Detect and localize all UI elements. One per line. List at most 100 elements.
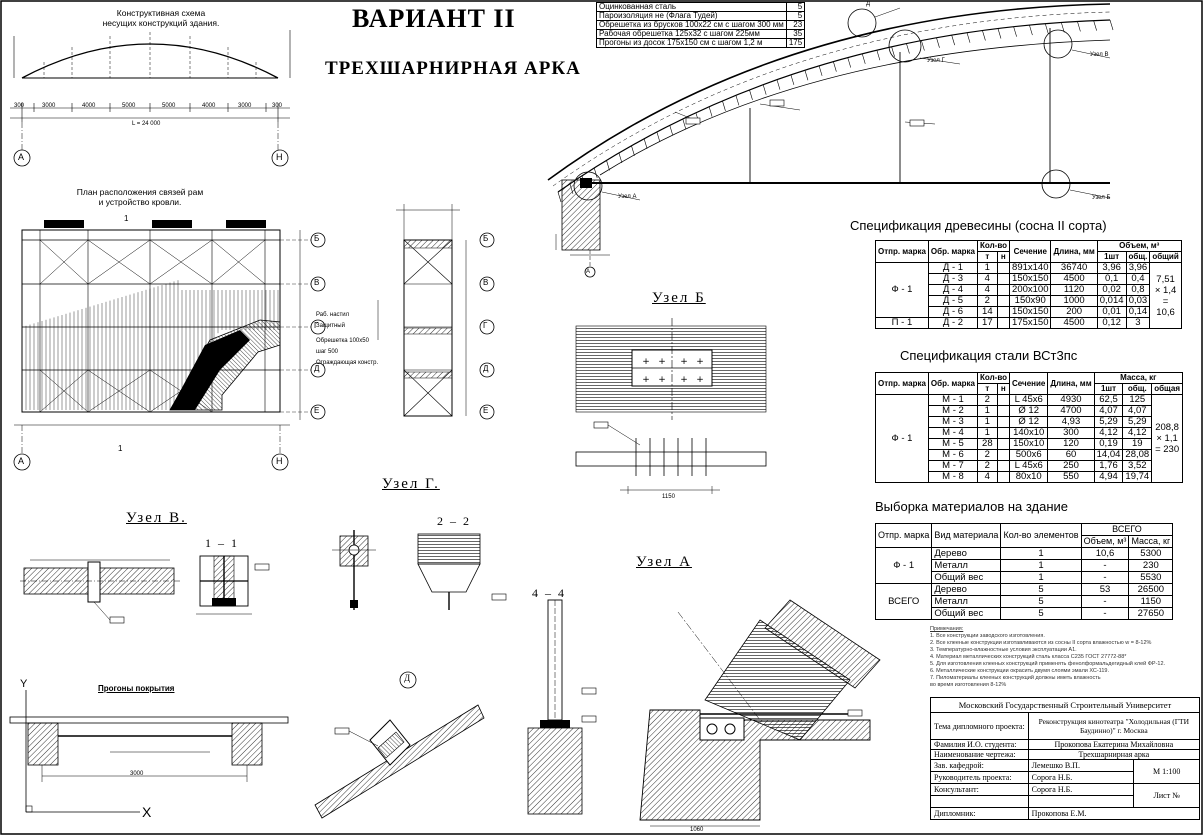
wood-cell: 14 [977, 306, 998, 318]
steel-cell: 550 [1047, 471, 1095, 483]
steel-sh-all: общая [1151, 383, 1183, 395]
mat-cell: Общий вес [931, 571, 1002, 584]
wood-cell: 3,96 [1096, 262, 1127, 274]
steel-sh-n: н [996, 383, 1011, 395]
materials-table: Отпр. марка Вид материала Кол-во элемент… [874, 523, 1174, 620]
svg-text:+: + [696, 357, 704, 367]
top-material-name: Прогоны из досок 175х150 см с шагом 1,2 … [596, 38, 787, 48]
wood-cell [996, 295, 1011, 307]
steel-cell: 4,07 [1122, 405, 1153, 417]
steel-sh-t: т [977, 383, 998, 395]
steel-cell: 28,08 [1122, 449, 1153, 461]
plan-note: Обрешетка 100х50 [316, 338, 369, 344]
steel-cell: 19 [1122, 438, 1153, 450]
wood-cell: Д - 5 [927, 295, 979, 307]
wood-cell: 150х150 [1009, 273, 1052, 285]
mat-cell: 10,6 [1080, 547, 1130, 560]
wood-cell: Д - 4 [927, 284, 979, 296]
stamp-head-value: Лемешко В.П. [1027, 759, 1135, 772]
plan-axis-one: 1 [118, 444, 123, 453]
note-line: 7. Пиломатериалы клееных конструкций дол… [930, 675, 1101, 681]
note-line: 5. Для изготовления клееных конструкций … [930, 661, 1166, 667]
arch-node-b: Узел Б [1092, 195, 1111, 201]
wood-cell: 200х100 [1009, 284, 1052, 296]
mat-cell: - [1080, 595, 1130, 608]
axis-n-label: Н [276, 152, 283, 162]
scheme-dim: 4000 [82, 103, 96, 109]
steel-cell: 2 [977, 394, 998, 406]
note-line: 2. Все клееные конструкции изготавливают… [930, 640, 1152, 646]
plan-axis-n: Н [276, 456, 283, 466]
steel-h-qty: Кол-во [977, 372, 1011, 384]
steel-cell [996, 449, 1011, 461]
section-4-4-title: 4 – 4 [532, 586, 566, 600]
steel-cell: 1,76 [1093, 460, 1124, 472]
node-v-drawing [20, 555, 270, 624]
steel-cell: М - 4 [927, 427, 979, 439]
node-a-dim: 1060 [690, 827, 704, 833]
mat-cell: 1150 [1128, 595, 1174, 608]
wood-sh-all: общий [1149, 251, 1182, 263]
stamp-lead-value: Сорога Н.Б. [1027, 771, 1135, 784]
col-axis-e: Е [483, 406, 489, 415]
stamp-topic-label: Тема дипломного проекта: [930, 712, 1029, 740]
steel-cell: М - 1 [927, 394, 979, 406]
mat-cell: 5 [1000, 595, 1082, 608]
steel-cell: М - 3 [927, 416, 979, 428]
steel-cell: 1 [977, 427, 998, 439]
mat-cell: 5 [1000, 583, 1082, 596]
steel-cell [996, 405, 1011, 417]
scheme-dim: 300 [272, 103, 283, 109]
note-line: во время изготовления 8-12% [930, 682, 1007, 688]
steel-cell: 500х6 [1009, 449, 1049, 461]
plan-axis-v: В [314, 278, 320, 287]
steel-cell: 140х10 [1009, 427, 1049, 439]
steel-cell: 1 [977, 416, 998, 428]
node-b-title: Узел Б [652, 290, 706, 306]
wood-cell: Д - 2 [927, 317, 979, 329]
steel-cell: Ø 12 [1009, 416, 1049, 428]
steel-cell: 4,12 [1093, 427, 1124, 439]
steel-spec-table: Отпр. марка Обр. марка Кол-во Сечение Дл… [875, 372, 1183, 483]
wood-sh-1pc: 1шт [1096, 251, 1127, 263]
plan-axis-g: Г [314, 321, 319, 330]
wood-cell: 0,14 [1125, 306, 1151, 318]
purlins-title: Прогоны покрытия [98, 684, 175, 693]
mat-h-kind: Вид материала [931, 523, 1002, 548]
wood-cell: 1 [977, 262, 998, 274]
stamp-empty [930, 795, 1029, 808]
steel-cell: 5,29 [1093, 416, 1124, 428]
steel-sh-tot: общ. [1122, 383, 1153, 395]
stamp-cons-value: Сорога Н.Б. [1027, 783, 1135, 796]
mat-h-mark: Отпр. марка [874, 523, 933, 548]
wood-cell: 17 [977, 317, 998, 329]
steel-cell: М - 2 [927, 405, 979, 417]
mat-cell: 53 [1080, 583, 1130, 596]
wood-cell [996, 273, 1011, 285]
notes-title: Примечания: [930, 626, 964, 632]
node-a-title: Узел А [636, 554, 692, 570]
wood-cell: 0,1 [1096, 273, 1127, 285]
mat-cell: - [1080, 571, 1130, 584]
wood-total: 7,51 × 1,4 = 10,6 [1149, 262, 1182, 329]
wood-cell: 0,02 [1096, 284, 1127, 296]
section-2-2-title: 2 – 2 [437, 514, 471, 528]
steel-spec-title: Спецификация стали ВСт3пс [900, 348, 1078, 363]
plan-axis-d: Д [314, 364, 320, 373]
wood-cell: 150х150 [1009, 306, 1052, 318]
mat-cell: 230 [1128, 559, 1174, 572]
steel-h-item: Обр. марка [927, 372, 979, 395]
wood-h-mark: Отпр. марка [875, 240, 929, 263]
stamp-student-value: Прокопова Екатерина Михайловна [1027, 739, 1201, 750]
note-line: 3. Температурно-влажностные условия эксп… [930, 647, 1077, 653]
stamp-head-label: Зав. кафедрой: [930, 759, 1029, 772]
steel-cell: 150х10 [1009, 438, 1049, 450]
wood-sh-tot: общ. [1125, 251, 1151, 263]
steel-cell: 19,74 [1122, 471, 1153, 483]
